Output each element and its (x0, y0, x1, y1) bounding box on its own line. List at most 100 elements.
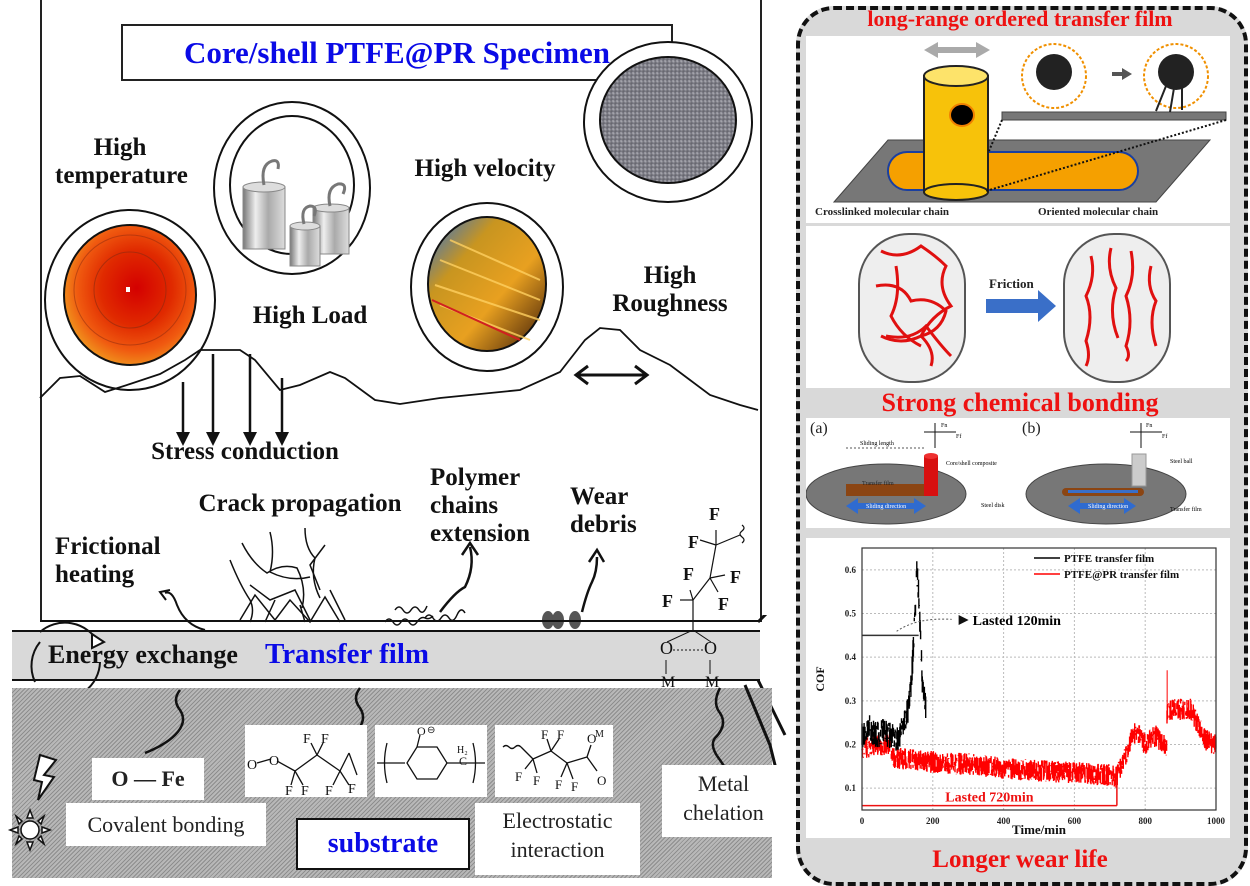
label-line: Metal (697, 771, 750, 796)
ptfe-structure (680, 524, 745, 640)
crack-propagation-label: Crack propagation (198, 490, 402, 517)
sliding-direction-a-label: Sliding direction (866, 504, 907, 510)
fn-b-label: Fn (1146, 423, 1153, 429)
stress-arrows (181, 354, 284, 440)
condition-label: High temperature (55, 134, 188, 189)
crosslinked-label: Crosslinked molecular chain (815, 206, 950, 218)
phenolic-resin-structure: O⊖ H₂C (375, 725, 487, 797)
frictional-heating-label: Frictional heating (55, 533, 185, 589)
o-fe-box: O — Fe (92, 758, 204, 800)
label-line: Polymer (430, 464, 521, 491)
schematic-a (806, 423, 967, 525)
svg-text:C: C (459, 754, 467, 768)
x-tick-label: 400 (997, 816, 1011, 826)
label-line: chelation (683, 799, 764, 825)
chelate-o-right: O (704, 638, 717, 658)
polymer-chains-extension-label: Polymer chains extension (430, 464, 560, 548)
condition-high-velocity: High velocity (395, 155, 575, 183)
o-fe-label: O — Fe (111, 766, 185, 791)
condition-label: High Roughness (612, 262, 728, 317)
specimen-bottom-edge (40, 620, 760, 622)
substrate-label: substrate (327, 828, 439, 859)
label-line: Frictional (55, 533, 161, 560)
transfer-film-label: Transfer film (265, 638, 430, 670)
high-velocity-icon (410, 202, 564, 372)
substrate-box: substrate (296, 818, 470, 870)
crack-network (229, 527, 346, 624)
chain-capsules (858, 233, 1171, 383)
chart-grid (861, 548, 1217, 810)
sliding-length-label: Sliding length (860, 441, 894, 447)
x-tick-label: 800 (1138, 816, 1152, 826)
friction-label: Friction (989, 276, 1034, 291)
condition-high-roughness: High Roughness (600, 262, 740, 318)
svg-text:F: F (303, 732, 311, 747)
legend-label: PTFE transfer film (1064, 553, 1154, 565)
oriented-label: Oriented molecular chain (1038, 206, 1159, 218)
tribometer-drawing (806, 423, 1187, 525)
arrow-right-icon (1112, 68, 1132, 80)
label-line: interaction (510, 836, 605, 862)
chelate-m-right: M (705, 674, 720, 691)
y-axis-label: COF (813, 666, 827, 691)
steel-ball-label: Steel ball (1170, 459, 1193, 465)
stress-conduction-label: Stress conduction (151, 438, 339, 465)
svg-text:O: O (587, 731, 596, 746)
sun-icon (7, 807, 53, 853)
ff-a-label: Ff (956, 434, 962, 440)
specimen-illustration: F F F F F F (39, 41, 759, 640)
x-tick-label: 0 (860, 816, 865, 826)
svg-text:F: F (571, 779, 578, 794)
crosslinked-chains (875, 244, 954, 367)
svg-text:F: F (301, 784, 309, 797)
x-tick-label: 600 (1068, 816, 1082, 826)
chelate-m-left: M (661, 674, 676, 691)
covalent-bonding-label: Covalent bonding (87, 812, 245, 837)
core-shell-composite-label: Core/shell composite (946, 461, 997, 467)
double-arrow-icon (573, 364, 650, 386)
metal-chelation-box: Metal chelation (662, 765, 785, 837)
schematic-b (1025, 423, 1187, 525)
strong-bonding-title: Strong chemical bonding (881, 388, 1159, 417)
fluorine-label-1: F (709, 504, 720, 524)
long-range-title: long-range ordered transfer film (867, 6, 1173, 31)
lasted-120-label: Lasted 120min (973, 614, 1062, 629)
chelate-bonds (665, 630, 712, 674)
heating-arrow (164, 591, 206, 631)
svg-text:F: F (533, 773, 540, 788)
x-axis-label: Time/min (1012, 822, 1067, 837)
fn-a-label: Fn (941, 423, 948, 429)
ff-b-label: Ff (1162, 434, 1168, 440)
svg-text:O: O (247, 758, 257, 773)
fluorine-label-6: F (718, 594, 729, 614)
series-ptfe-pr (861, 698, 1217, 788)
y-tick-label: 0.6 (845, 565, 857, 575)
pin-on-disk-illustration (832, 42, 1227, 203)
label-line: debris (570, 511, 637, 538)
chart-series (861, 561, 1217, 788)
substrate-illustration (7, 684, 782, 853)
reciprocating-arrow-icon (924, 42, 990, 58)
specimen-title-box: Core/shell PTFE@PR Specimen (121, 24, 673, 81)
svg-text:O: O (269, 754, 279, 769)
friction-arrow-icon (986, 290, 1056, 322)
svg-text:F: F (348, 782, 356, 797)
condition-label: High velocity (414, 155, 556, 182)
lightning-icon (32, 753, 58, 801)
label-line: Wear (570, 483, 629, 510)
polymer-chains (384, 605, 466, 626)
transfer-film-b-label: Transfer film (1170, 507, 1202, 513)
schematic-b-tag: (b) (1022, 420, 1041, 437)
svg-text:M: M (595, 729, 604, 740)
high-temperature-icon (44, 209, 216, 391)
steel-disk-label: Steel disk (981, 503, 1005, 509)
plot-frame (861, 547, 1217, 811)
wear-debris-label: Wear debris (570, 483, 650, 539)
core-shell-particle-icon (1021, 43, 1209, 113)
energy-exchange-label: Energy exchange (48, 640, 238, 669)
y-tick-label: 0.5 (845, 609, 857, 619)
schematic-a-tag: (a) (810, 420, 828, 437)
